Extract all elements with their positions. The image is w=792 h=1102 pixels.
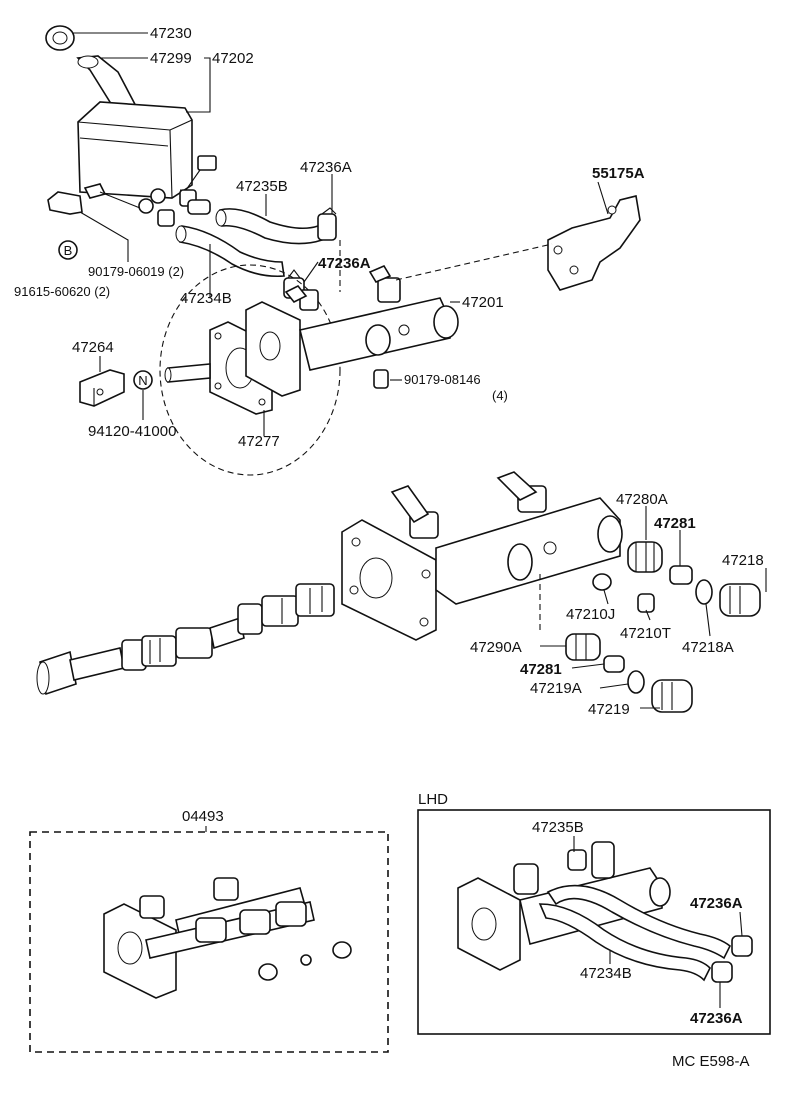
lhd-label-47236a-b: 47236A xyxy=(690,1010,743,1027)
hose-47234b xyxy=(175,225,285,278)
label-47202: 47202 xyxy=(212,50,254,67)
marker-n-label: N xyxy=(138,373,147,388)
reservoir-cap xyxy=(45,25,75,51)
lhd-label-47236a-a: 47236A xyxy=(690,895,743,912)
washer-47218a xyxy=(695,579,713,605)
marker-b-label: B xyxy=(64,243,73,258)
lhd-label-47235b: 47235B xyxy=(532,819,584,836)
clamp-47236a-top xyxy=(317,207,337,241)
master-cylinder-47201 xyxy=(245,264,459,397)
leader-lines-middle xyxy=(539,506,767,709)
spring-47280a xyxy=(627,541,663,573)
label-47219: 47219 xyxy=(588,701,630,718)
lhd-label-47234b: 47234B xyxy=(580,965,632,982)
label-47230: 47230 xyxy=(150,25,192,42)
label-91615-60620: 91615-60620 (2) xyxy=(14,284,110,299)
label-47234b: 47234B xyxy=(180,290,232,307)
label-47280a: 47280A xyxy=(616,491,668,508)
brake-booster-outline xyxy=(159,264,341,476)
bracket-55175a xyxy=(547,195,641,291)
lhd-cylinder xyxy=(457,841,671,971)
label-47201: 47201 xyxy=(462,294,504,311)
seat-47281-b xyxy=(603,655,625,673)
lhd-clamp-top xyxy=(567,849,587,871)
bolt-47210t xyxy=(637,593,655,613)
label-90179-08146-qty: (4) xyxy=(492,388,508,403)
label-90179-06019: 90179-06019 (2) xyxy=(88,264,184,279)
label-47290a: 47290A xyxy=(470,639,522,656)
label-47264: 47264 xyxy=(72,339,114,356)
label-47219a: 47219A xyxy=(530,680,582,697)
label-47281-a: 47281 xyxy=(654,515,696,532)
hose-47235b xyxy=(215,208,323,245)
lhd-title: LHD xyxy=(418,791,448,808)
lhd-box xyxy=(417,809,771,1035)
label-47218: 47218 xyxy=(722,552,764,569)
label-90179-08146: 90179-08146 xyxy=(404,372,481,387)
label-94120-41000: 94120-41000 xyxy=(88,423,176,440)
label-47299: 47299 xyxy=(150,50,192,67)
washer-47219a xyxy=(627,670,645,694)
leader-lines-lhd xyxy=(573,836,743,1008)
nut-90179-08146 xyxy=(373,369,389,389)
spring-47290a xyxy=(565,633,601,661)
label-47235b: 47235B xyxy=(236,178,288,195)
label-47281-b: 47281 xyxy=(520,661,562,678)
hose-clamps-small xyxy=(138,188,211,227)
label-47218a: 47218A xyxy=(682,639,734,656)
plug-47219 xyxy=(651,679,693,713)
kit-04493-contents xyxy=(103,877,352,999)
label-47277: 47277 xyxy=(238,433,280,450)
reservoir-tank xyxy=(77,101,193,199)
leader-lines-top xyxy=(72,32,609,436)
marker-n: N xyxy=(133,370,153,390)
cylinder-body-exploded xyxy=(341,471,623,641)
label-04493: 04493 xyxy=(182,808,224,825)
lhd-hose-47234b xyxy=(538,903,711,982)
label-47236a-top: 47236A xyxy=(300,159,352,176)
lhd-hose-47235b xyxy=(546,884,732,960)
seat-47281-a xyxy=(669,565,693,585)
marker-b: B xyxy=(58,240,78,260)
lhd-clamp-47236a-a xyxy=(731,935,753,957)
label-47236a-mid: 47236A xyxy=(318,255,371,272)
label-55175a: 55175A xyxy=(592,165,645,182)
piston-assembly xyxy=(36,583,335,696)
clevis-47264 xyxy=(79,369,125,407)
washer-47210j xyxy=(592,573,612,591)
footer-code: MC E598-A xyxy=(672,1053,750,1070)
plug-47218 xyxy=(719,583,761,617)
label-47210t: 47210T xyxy=(620,625,671,642)
kit-04493-box xyxy=(29,831,389,1053)
label-47210j: 47210J xyxy=(566,606,615,623)
lhd-clamp-47236a-b xyxy=(711,961,733,983)
pushrod xyxy=(164,363,211,383)
